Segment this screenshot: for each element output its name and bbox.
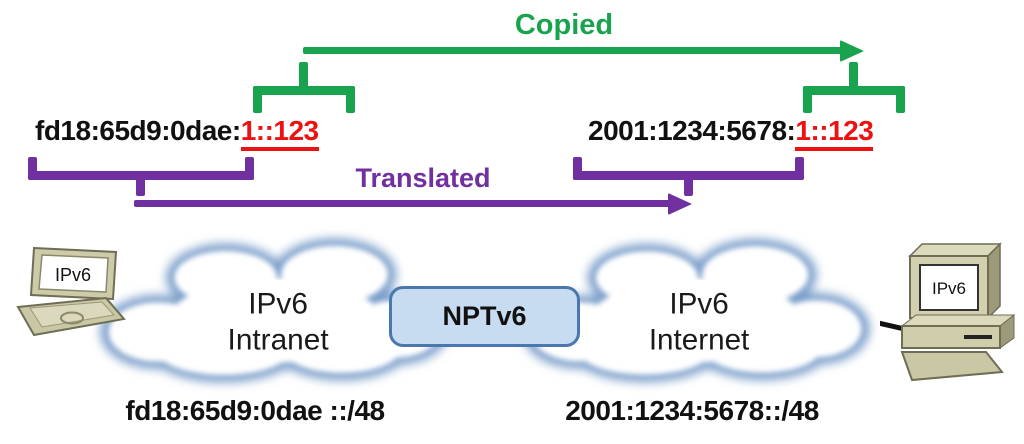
left-host-label: IPv6 — [55, 265, 91, 285]
left-host-laptop-icon: IPv6 — [16, 246, 126, 337]
external-address-host: 1::123 — [795, 115, 874, 151]
internal-address-prefix: fd18:65d9:0dae: — [35, 115, 241, 146]
nptv6-box: NPTv6 — [389, 286, 580, 347]
internet-cloud-label-line2: Internet — [649, 323, 750, 356]
nptv6-box-label: NPTv6 — [442, 301, 527, 331]
internet-panel: IPv6 Internet — [512, 225, 880, 402]
translated-label: Translated — [355, 163, 491, 193]
external-address-prefix: 2001:1234:5678: — [588, 115, 796, 146]
copied-arrow-line — [303, 47, 843, 54]
intranet-cloud-label-line2: Intranet — [228, 323, 330, 356]
internet-cloud-icon: IPv6 Internet — [522, 238, 870, 382]
intranet-prefix: fd18:65d9:0dae ::/48 — [125, 395, 385, 426]
translated-arrow-head-icon — [668, 193, 692, 215]
internal-address-host: 1::123 — [240, 115, 319, 151]
internet-prefix: 2001:1234:5678::/48 — [565, 395, 819, 426]
internet-cloud-label-line1: IPv6 — [669, 288, 728, 321]
copied-arrow-head-icon — [840, 40, 864, 62]
right-host-label: IPv6 — [932, 279, 966, 298]
right-host-desktop-icon: IPv6 — [900, 242, 1016, 382]
internal-address: fd18:65d9:0dae:1::123 — [35, 115, 319, 151]
translated-arrow-line — [134, 200, 670, 207]
intranet-cloud-label-line1: IPv6 — [248, 288, 308, 321]
copied-label: Copied — [514, 9, 614, 41]
external-address: 2001:1234:5678:1::123 — [588, 115, 874, 151]
